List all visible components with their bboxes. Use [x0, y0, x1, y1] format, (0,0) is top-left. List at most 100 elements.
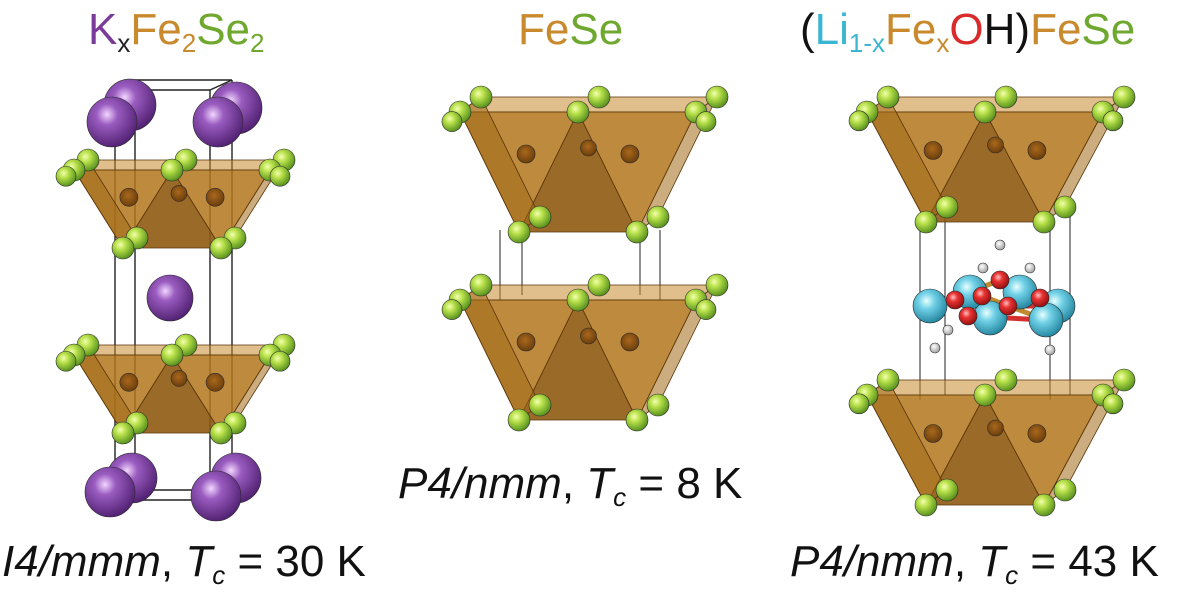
se-atom: [55, 165, 77, 187]
formula-part: Li: [814, 5, 849, 54]
formula-part: Fe: [1030, 5, 1082, 54]
se-atom: [695, 299, 717, 320]
tetrahedron-face: [122, 169, 222, 249]
o-atom: [945, 290, 965, 310]
se-atom: [441, 111, 463, 132]
se-atom: [441, 299, 463, 320]
o-atom: [958, 306, 978, 326]
se-atom: [935, 195, 959, 219]
li-fe-atom: [1028, 302, 1064, 338]
o-atom: [1030, 288, 1050, 308]
panel-2-caption: P4/nmm, Tc = 8 K: [398, 459, 743, 512]
fe-atom: [580, 139, 597, 157]
se-atom: [55, 350, 77, 372]
fe-atom: [516, 332, 536, 352]
fe-atom: [923, 141, 943, 160]
tc-subscript: c: [613, 482, 627, 512]
tetrahedron-face: [925, 111, 1045, 223]
fe-atom: [205, 372, 225, 392]
h-atom: [1024, 262, 1036, 274]
se-atom: [469, 85, 493, 109]
formula-part: Fe: [518, 5, 570, 54]
se-atom: [111, 421, 135, 445]
se-atom: [876, 368, 900, 392]
tc-symbol: T: [185, 537, 213, 586]
panel-1-caption: I4/mmm, Tc = 30 K: [2, 537, 366, 590]
k-atom: [146, 274, 194, 322]
atoms: [55, 78, 1136, 522]
se-atom: [507, 220, 531, 244]
se-atom: [469, 273, 493, 297]
tetrahedron-face: [925, 394, 1045, 506]
se-atom: [1032, 493, 1056, 517]
se-atom: [160, 158, 184, 182]
se-atom: [1032, 210, 1056, 234]
panel-3-caption: P4/nmm, Tc = 43 K: [790, 537, 1159, 590]
se-atom: [914, 210, 938, 234]
li-fe-atom: [912, 288, 948, 324]
fe-atom: [516, 144, 536, 164]
se-atom: [209, 236, 233, 260]
formula-part: Se: [196, 5, 251, 54]
se-atom: [625, 220, 649, 244]
o-atom: [972, 286, 992, 306]
cell-edge: [209, 79, 233, 91]
se-atom: [160, 343, 184, 367]
se-atom: [646, 205, 670, 229]
fe-atom: [580, 327, 597, 345]
h-atom: [942, 324, 954, 336]
formula-subscript: 1-x: [848, 28, 886, 58]
se-atom: [566, 100, 590, 124]
formula-part: ): [1015, 5, 1031, 54]
formula-part: K: [88, 5, 118, 54]
tc-value: = 43 K: [1030, 537, 1159, 586]
se-atom: [528, 393, 552, 417]
fe-atom: [170, 370, 188, 387]
se-atom: [695, 111, 717, 132]
tc-subscript: c: [212, 560, 226, 590]
se-atom: [507, 408, 531, 432]
se-atom: [1053, 195, 1077, 219]
fe-atom: [205, 188, 225, 207]
tc-subscript: c: [1005, 560, 1019, 590]
tc-value: = 8 K: [638, 459, 743, 508]
se-atom: [1102, 110, 1124, 132]
se-atom: [935, 478, 959, 502]
se-atom: [973, 100, 997, 124]
se-atom: [269, 350, 291, 372]
tc-symbol: T: [586, 459, 614, 508]
formula-part: O: [949, 5, 984, 54]
tetrahedron-face: [122, 354, 222, 434]
fe-atom: [620, 332, 640, 352]
h-atom: [1044, 344, 1056, 356]
formula-part: H: [983, 5, 1016, 54]
fe-atom: [620, 144, 640, 164]
fe-atom: [119, 188, 139, 207]
se-atom: [1053, 478, 1077, 502]
formula-part: Fe: [130, 5, 182, 54]
se-atom: [994, 85, 1018, 109]
fese-tetrahedra-layers: [72, 96, 1126, 506]
formula-subscript: x: [117, 28, 131, 58]
o-atom: [998, 296, 1018, 316]
se-atom: [1102, 393, 1124, 415]
h-atom: [994, 239, 1006, 251]
h-atom: [977, 262, 989, 274]
se-atom: [705, 273, 729, 297]
se-atom: [528, 205, 552, 229]
tc-symbol: T: [978, 537, 1006, 586]
se-atom: [848, 110, 870, 132]
se-atom: [705, 85, 729, 109]
se-atom: [646, 393, 670, 417]
se-atom: [587, 85, 611, 109]
tc-value: = 30 K: [237, 537, 366, 586]
formula-subscript: 2: [181, 28, 197, 58]
se-atom: [209, 421, 233, 445]
h-atom: [929, 342, 941, 354]
se-atom: [973, 383, 997, 407]
space-group: P4/nmm: [398, 459, 562, 508]
o-atom: [990, 270, 1010, 290]
se-atom: [587, 273, 611, 297]
se-atom: [625, 408, 649, 432]
k-atom: [192, 96, 244, 148]
